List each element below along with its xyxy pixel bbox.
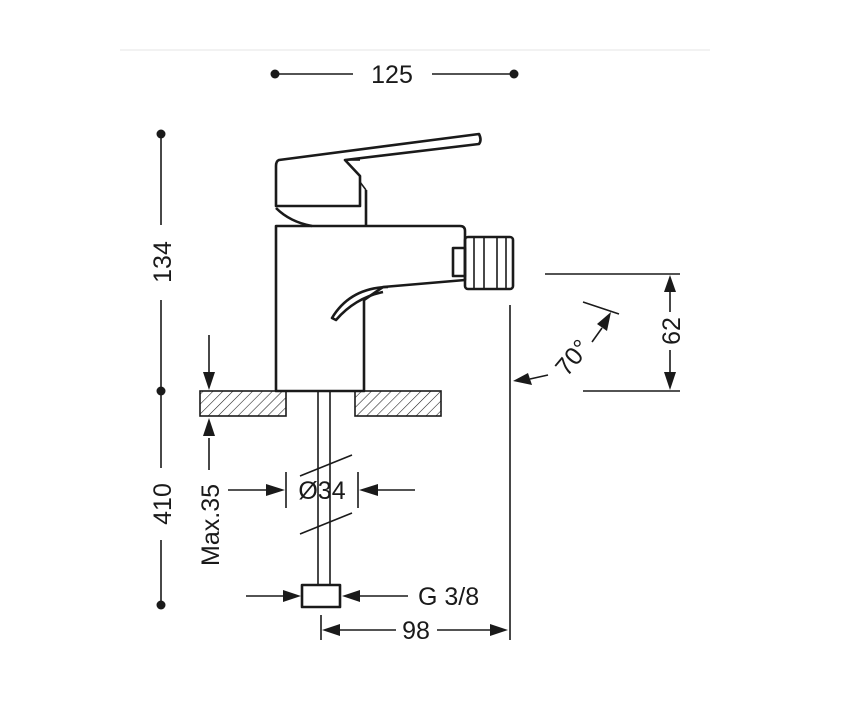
- dimension-diameter-34: Ø34: [228, 472, 415, 508]
- swivel-nozzle: [451, 235, 515, 291]
- label-g38: G 3/8: [418, 583, 479, 611]
- label-125: 125: [371, 61, 413, 89]
- dimension-total-410: 410: [149, 391, 177, 610]
- label-max-35: Max.35: [197, 484, 225, 566]
- dimension-angle-70: 70°: [513, 301, 620, 385]
- supply-hose: [299, 391, 353, 609]
- label-410: 410: [149, 483, 177, 525]
- label-134: 134: [149, 241, 177, 283]
- label-62: 62: [658, 317, 686, 345]
- mixer-body: [274, 132, 482, 393]
- label-70-degrees: 70°: [550, 334, 596, 381]
- dimension-spout-62: 62: [545, 273, 686, 392]
- dimension-height-134: 134: [149, 129, 177, 396]
- label-diameter-34: Ø34: [298, 477, 345, 505]
- dimension-width-125: 125: [270, 61, 519, 89]
- dimension-max-35: Max.35: [197, 335, 225, 566]
- label-98: 98: [402, 617, 430, 645]
- mounting-deck: [199, 390, 442, 417]
- dimension-thread-g38: G 3/8: [246, 583, 479, 611]
- dimension-reach-98: 98: [320, 305, 511, 645]
